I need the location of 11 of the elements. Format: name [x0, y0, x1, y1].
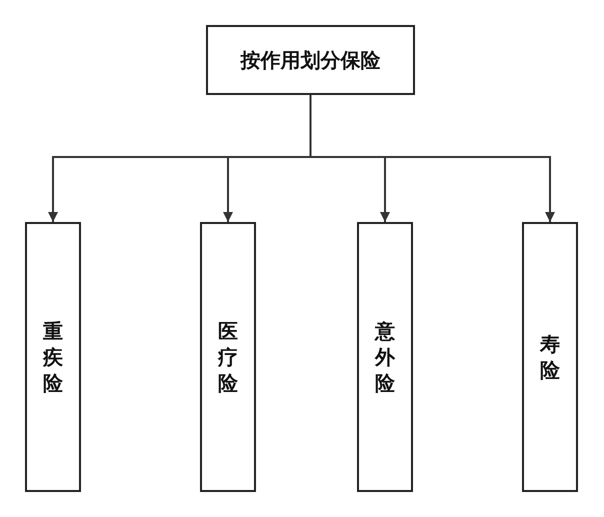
insurance-type-box	[357, 222, 413, 492]
category-box	[206, 25, 415, 95]
node-label: 意外险	[375, 318, 395, 396]
arrow	[310, 95, 555, 222]
node-label: 医疗险	[218, 318, 238, 396]
node-label: 按作用划分保险	[240, 46, 380, 74]
insurance-type-box	[200, 222, 256, 492]
node-label: 寿险	[540, 331, 560, 383]
node-label: 重疾险	[43, 318, 63, 396]
insurance-type-box	[25, 222, 81, 492]
insurance-type-box	[522, 222, 578, 492]
